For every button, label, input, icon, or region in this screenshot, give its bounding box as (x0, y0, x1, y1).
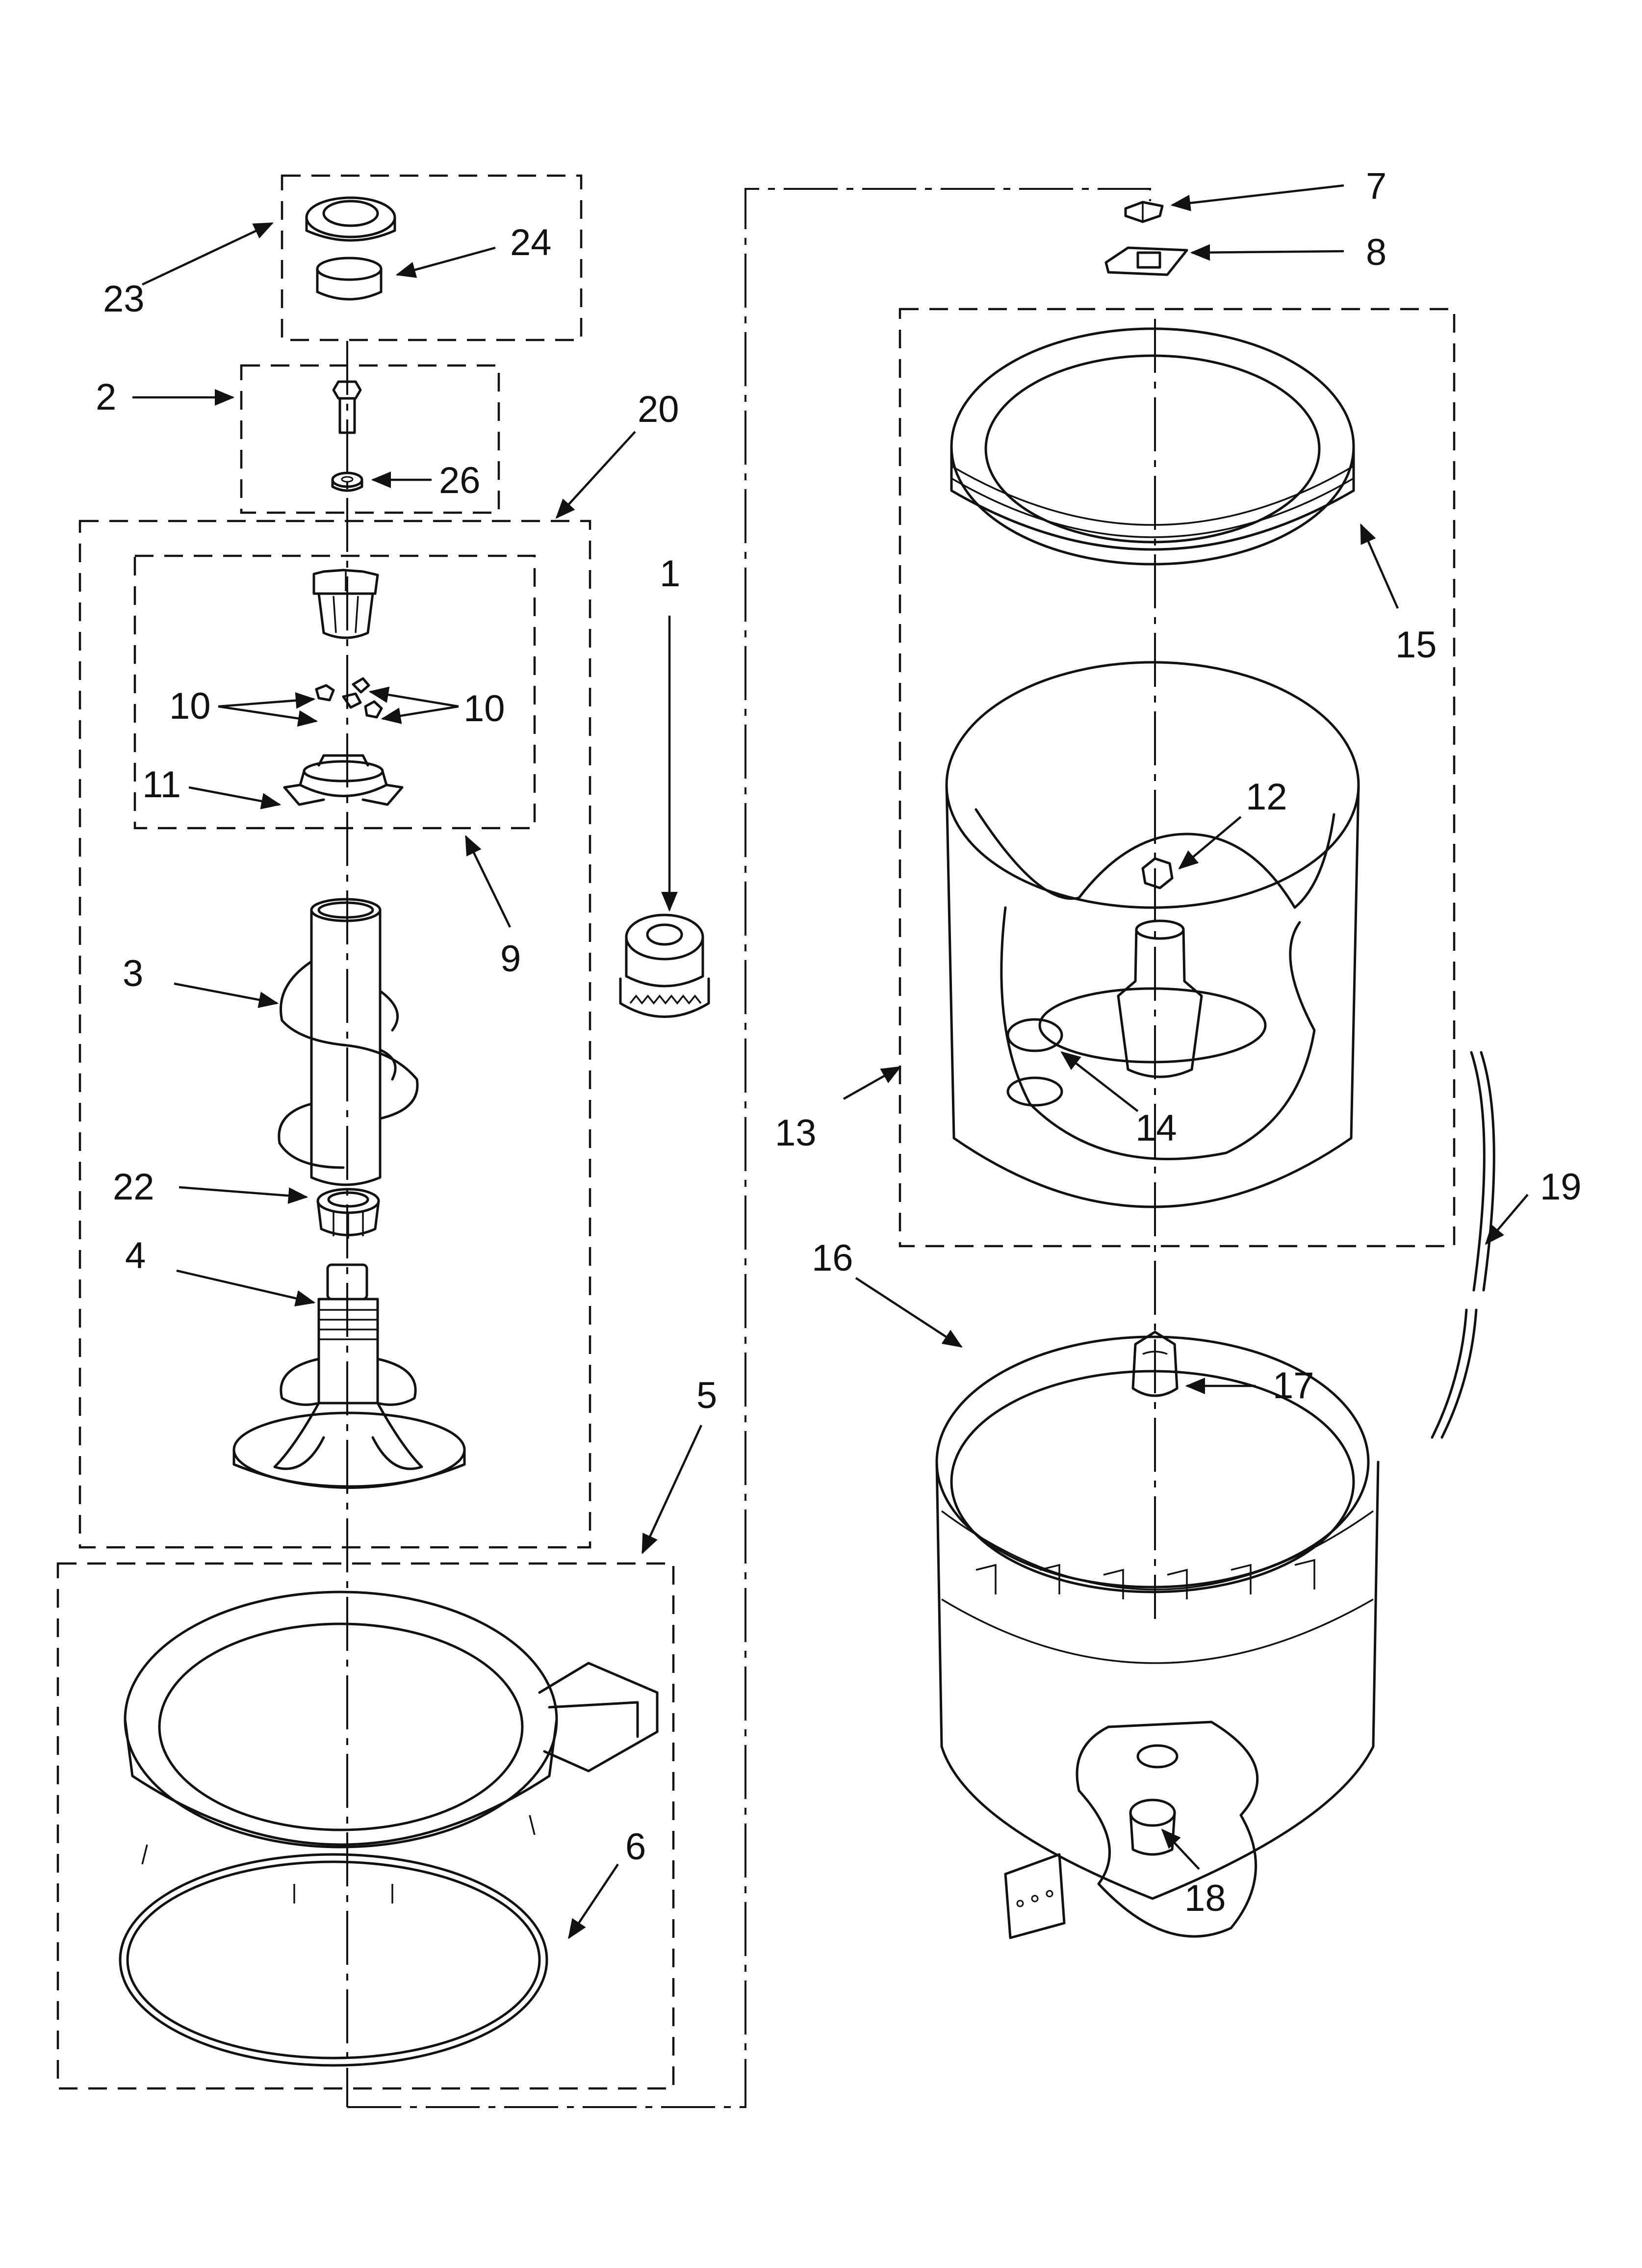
callout-17: 17 (1273, 1365, 1314, 1407)
leader-10-left-a (218, 692, 316, 709)
leader-23 (142, 222, 274, 286)
seal-part (619, 913, 710, 1018)
leader-13 (843, 1066, 901, 1100)
callout-9: 9 (500, 938, 521, 980)
callout-22: 22 (113, 1166, 154, 1208)
callout-23: 23 (103, 278, 145, 320)
callout-16: 16 (812, 1237, 853, 1279)
leader-7 (1170, 184, 1344, 211)
hose-part (1431, 1051, 1495, 1439)
leader-16 (855, 1277, 963, 1348)
wash-basket-part (945, 661, 1360, 1208)
cam-base-part (283, 754, 404, 806)
callout-2: 2 (96, 376, 116, 418)
callout-12: 12 (1246, 776, 1287, 818)
callout-10-left: 10 (169, 685, 211, 727)
callout-3: 3 (123, 953, 143, 994)
callout-1: 1 (660, 553, 680, 595)
callout-8: 8 (1366, 232, 1386, 273)
leader-8 (1190, 244, 1344, 261)
group-box-cap (281, 174, 583, 341)
leader-24 (395, 246, 496, 278)
tub-ring-part (124, 1590, 659, 1903)
callout-4: 4 (125, 1235, 146, 1277)
leader-5 (641, 1425, 703, 1555)
gasket-part (119, 1853, 548, 2067)
ring-seal-part (316, 257, 383, 301)
leader-10-left-b (218, 705, 318, 727)
leader-3 (174, 982, 279, 1008)
bolt-part (332, 380, 362, 434)
callout-11: 11 (142, 764, 181, 806)
leader-22 (179, 1186, 308, 1204)
dogs-part (315, 677, 383, 719)
leader-4 (176, 1269, 316, 1307)
group-box-ring (56, 1562, 675, 2090)
leader-11 (188, 786, 282, 809)
callout-13: 13 (775, 1112, 817, 1154)
leader-9 (464, 834, 512, 928)
leader-20 (555, 431, 636, 519)
callout-18: 18 (1184, 1877, 1226, 1919)
balance-ring-part (950, 327, 1355, 566)
callout-19: 19 (1540, 1166, 1582, 1208)
leader-18 (1161, 1828, 1200, 1870)
group-box-basket (898, 308, 1456, 1248)
leader-14 (1060, 1051, 1139, 1112)
drive-bell-part (1131, 1330, 1179, 1397)
cap-part (305, 196, 396, 242)
connector-line (347, 188, 1151, 2108)
spline-ring-part (316, 1188, 380, 1239)
leader-12 (1178, 816, 1242, 870)
callout-14: 14 (1135, 1107, 1177, 1149)
callout-24: 24 (510, 222, 552, 263)
callout-15: 15 (1395, 624, 1437, 666)
leader-10-right-b (381, 705, 459, 724)
callout-7: 7 (1366, 165, 1386, 207)
callout-10-right: 10 (463, 688, 505, 730)
clip-part (1124, 201, 1164, 223)
outer-tub-part (935, 1335, 1380, 1939)
callout-5: 5 (696, 1375, 717, 1416)
bracket-part (1104, 246, 1188, 276)
leader-15 (1360, 523, 1399, 609)
callout-26: 26 (439, 460, 481, 501)
leader-19 (1485, 1194, 1529, 1245)
callout-6: 6 (625, 1826, 646, 1868)
group-box-cam (133, 554, 536, 830)
callout-20: 20 (638, 389, 679, 430)
group-box-agitator (78, 520, 591, 1549)
washer-part (331, 471, 363, 492)
group-box-bolt (240, 364, 500, 514)
agitator-auger-part (278, 898, 419, 1186)
leader-10-right-a (368, 686, 459, 708)
cam-part (312, 569, 379, 639)
leader-6 (568, 1863, 619, 1939)
agitator-base-part (232, 1263, 466, 1489)
